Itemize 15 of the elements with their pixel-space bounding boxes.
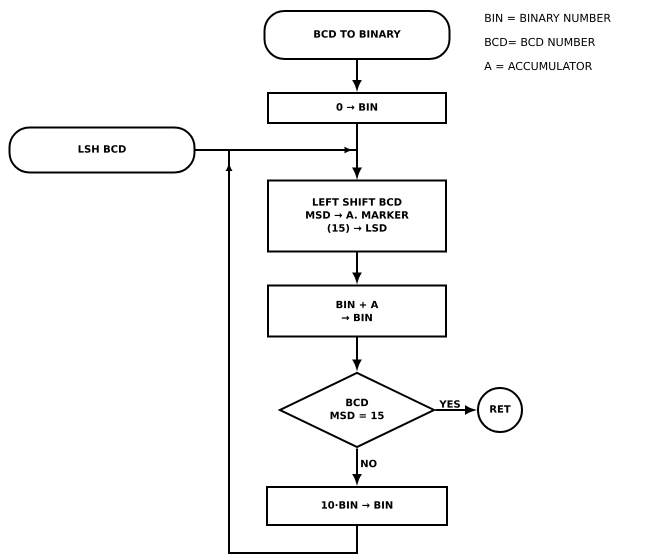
legend-text: BIN = BINARY NUMBER: [485, 14, 611, 22]
legend-text: BCD= BCD NUMBER: [485, 38, 595, 46]
process-box: 0 → BIN: [267, 92, 447, 124]
arrow: [226, 149, 362, 554]
process-box: LEFT SHIFT BCD MSD → A. MARKER (15) → LSD: [267, 180, 447, 252]
process-box: BIN + A → BIN: [267, 284, 447, 338]
process-box: 10·BIN → BIN: [266, 486, 448, 526]
arrow: [352, 448, 362, 484]
legend-text: A = ACCUMULATOR: [484, 62, 592, 70]
arrow: [352, 252, 362, 282]
edge-label: NO: [359, 458, 378, 468]
arrow: [352, 60, 362, 90]
arrow: [436, 406, 474, 414]
arrow: [352, 337, 362, 369]
edge-label: YES: [438, 399, 462, 409]
